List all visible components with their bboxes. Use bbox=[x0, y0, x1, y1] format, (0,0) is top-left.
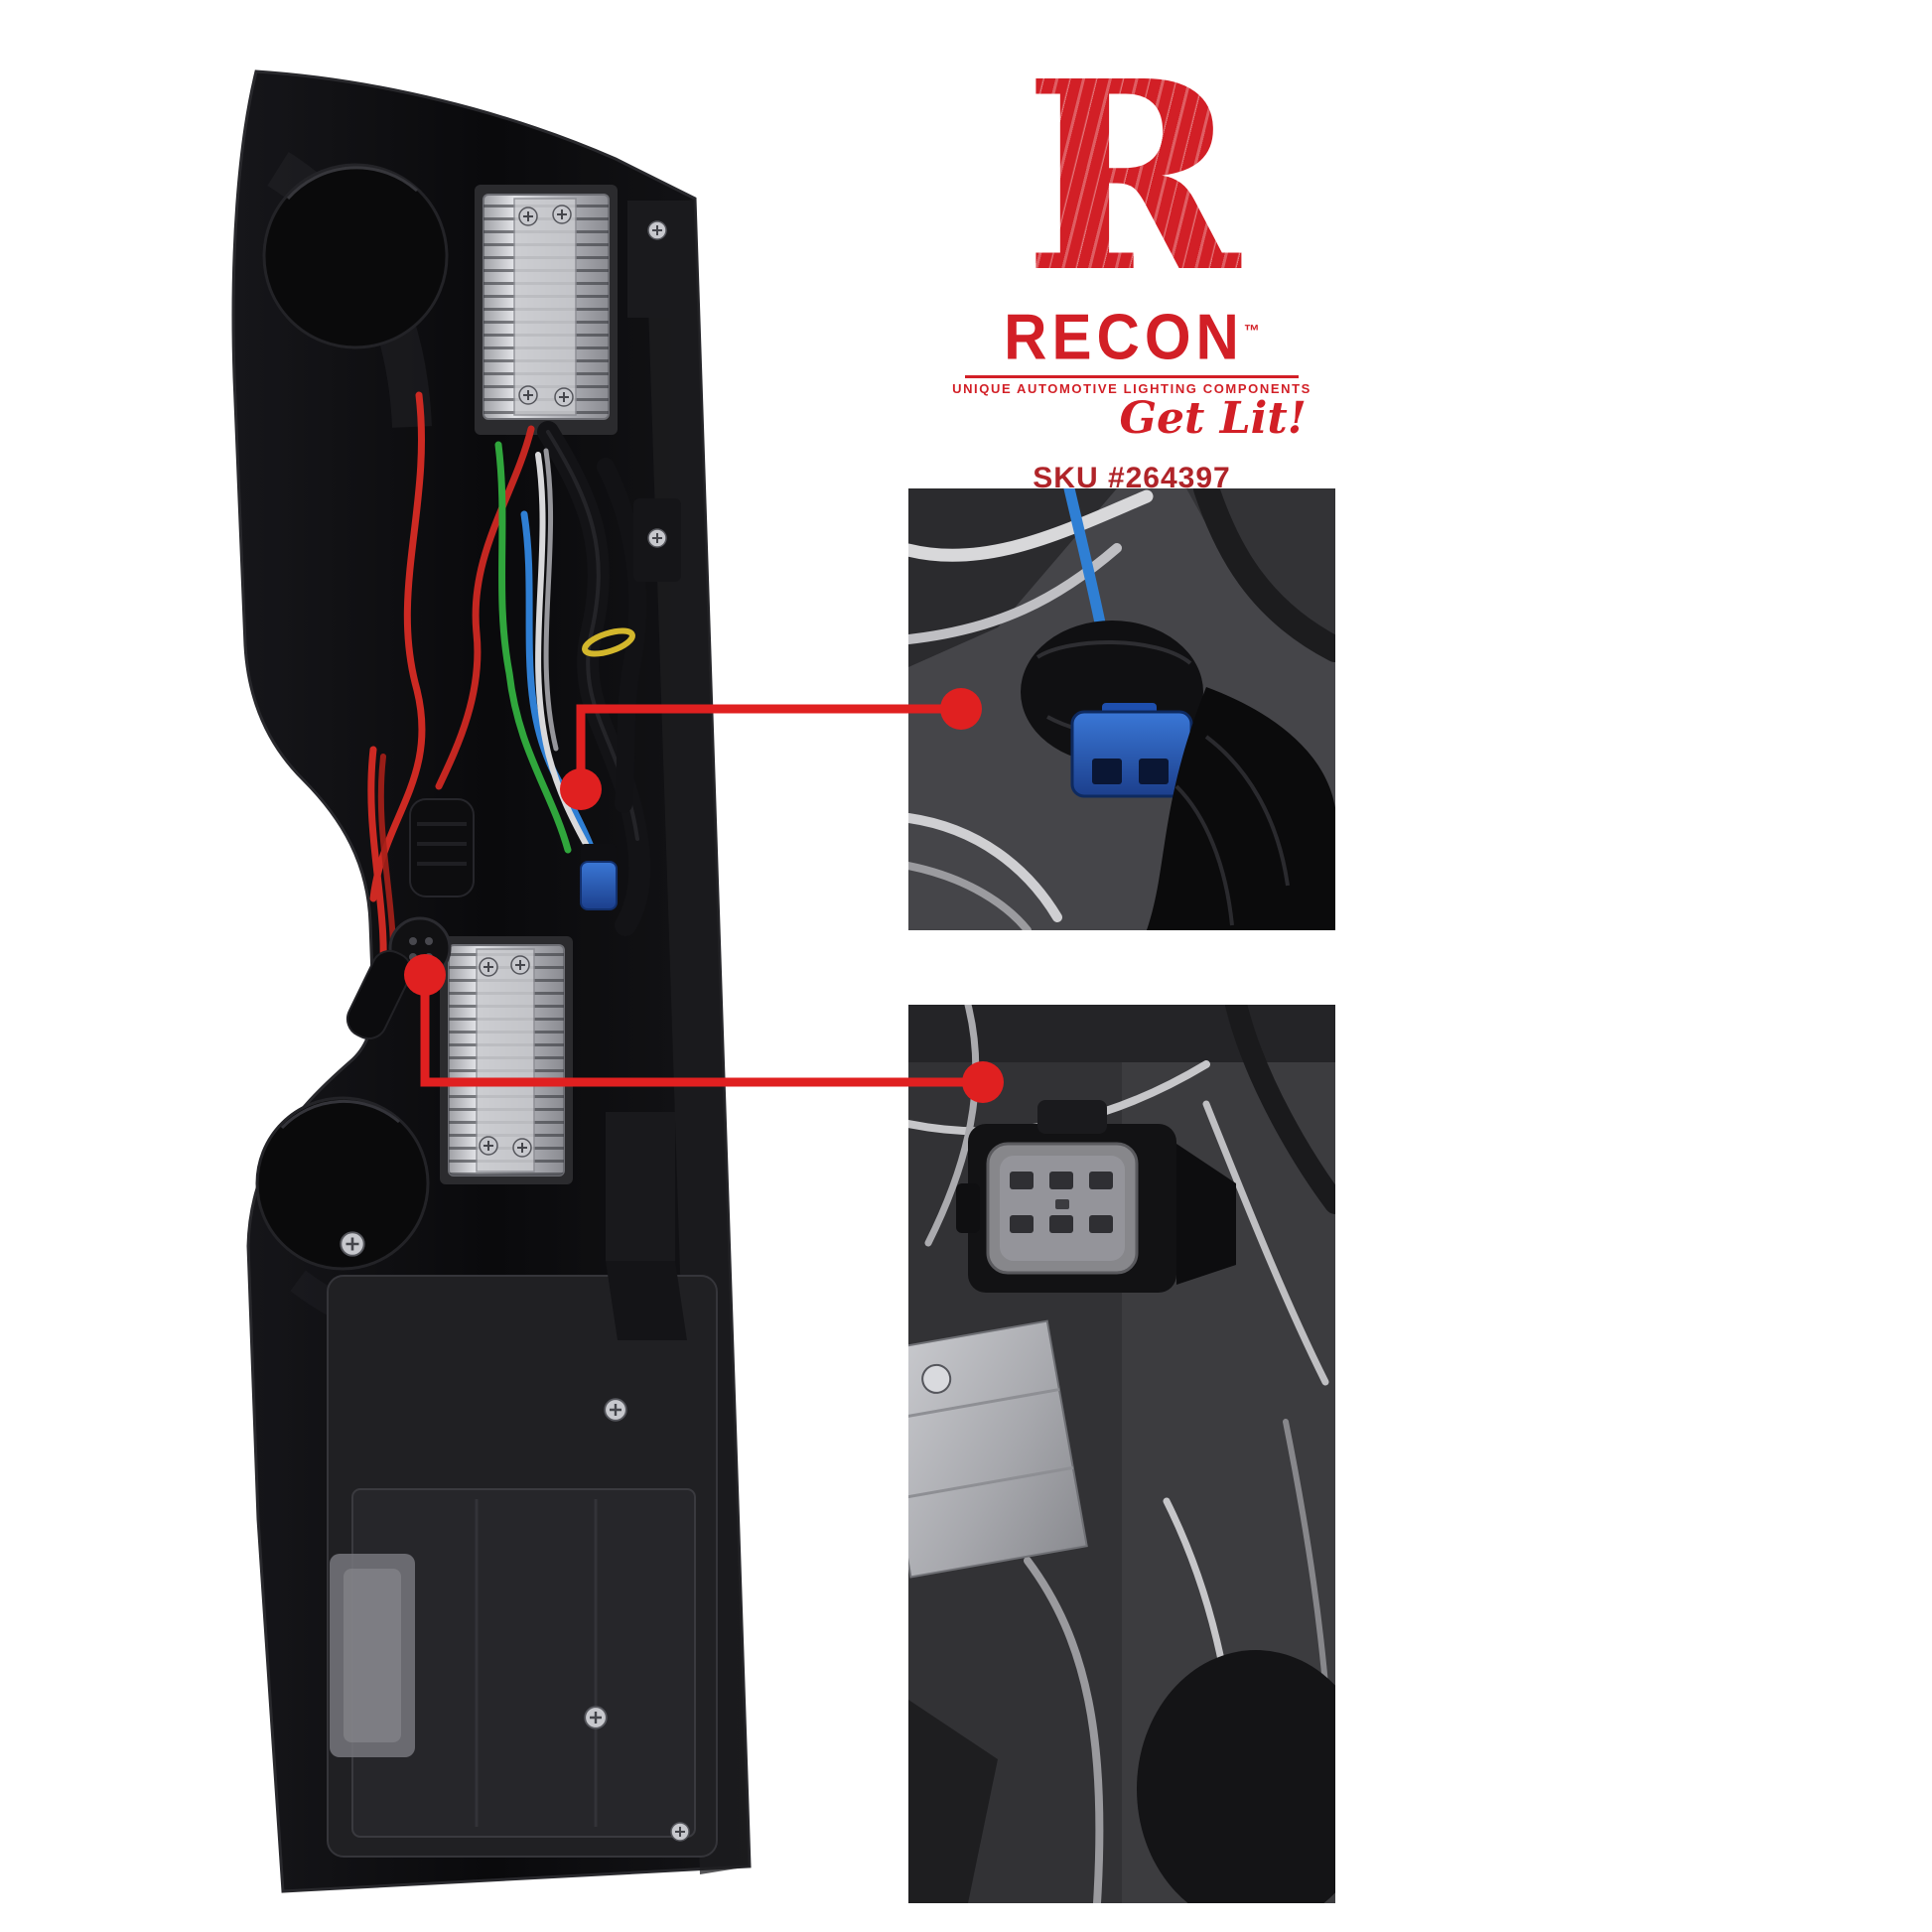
rubber-boot-fold bbox=[1147, 687, 1335, 930]
gray-multi-pin-connector bbox=[956, 1100, 1236, 1293]
inset-photo-gray-connector bbox=[908, 1005, 1335, 1903]
silver-bracket-block bbox=[908, 1319, 1088, 1579]
cap-highlight-top bbox=[286, 166, 418, 200]
brand-wordmark: RECON™ bbox=[943, 300, 1320, 374]
rubber-cap-bottom bbox=[255, 1096, 430, 1271]
dark-boot-bottom bbox=[1137, 1650, 1335, 1903]
dark-corner-bottom-left bbox=[908, 1700, 998, 1903]
boot-fold-lines bbox=[1174, 735, 1290, 926]
brand-tagline: UNIQUE AUTOMOTIVE LIGHTING COMPONENTS bbox=[952, 381, 1311, 397]
inset-photo-blue-connector bbox=[908, 488, 1335, 930]
load-resistor-bottom bbox=[440, 936, 573, 1184]
inset-top-wires bbox=[908, 488, 1335, 930]
logo-divider bbox=[965, 375, 1299, 379]
wiring-harness bbox=[367, 391, 651, 998]
brand-slogan: Get Lit! bbox=[1119, 393, 1307, 445]
rubber-cap-top bbox=[262, 163, 449, 349]
bracket-top-right bbox=[627, 201, 689, 318]
blue-connector bbox=[1021, 621, 1203, 798]
blue-mini-connector bbox=[580, 844, 618, 910]
main-photo-tail-light bbox=[231, 69, 752, 1893]
yellow-cable-tie bbox=[582, 627, 635, 657]
brand-logo: R RECON™ UNIQUE AUTOMOTIVE LIGHTING COMP… bbox=[943, 24, 1320, 495]
trademark-symbol: ™ bbox=[1243, 322, 1260, 342]
recon-r-brush-icon: R bbox=[1024, 24, 1240, 330]
cap-highlight-bottom bbox=[280, 1099, 400, 1130]
load-resistor-top bbox=[475, 185, 618, 435]
brand-name: RECON bbox=[1004, 301, 1244, 373]
lens-lower-section bbox=[327, 1112, 718, 1858]
